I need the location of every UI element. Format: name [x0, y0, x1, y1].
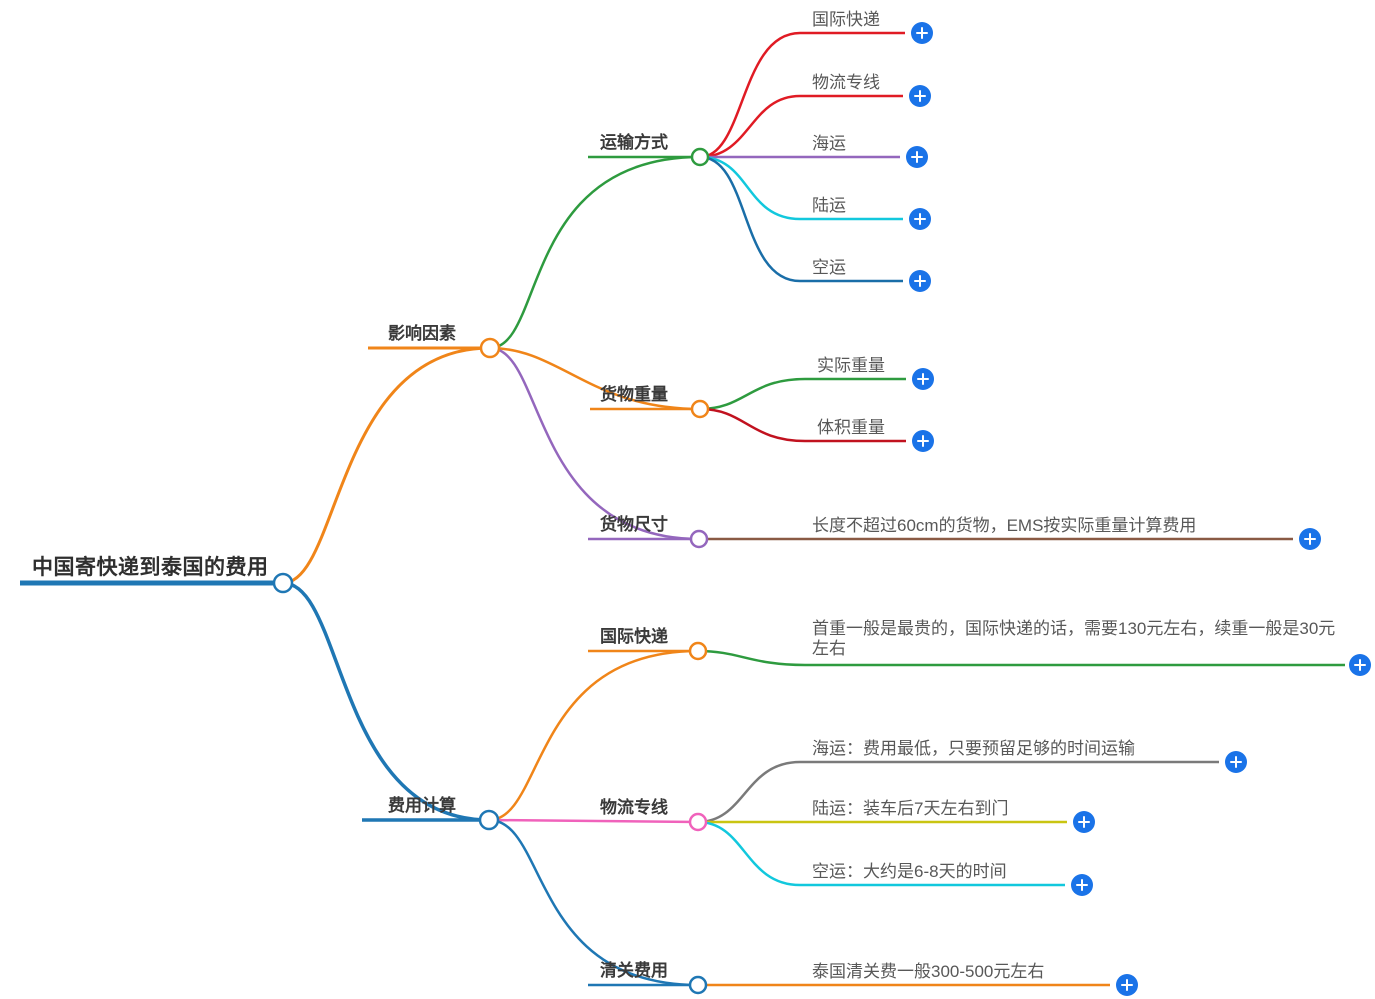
branch-node-influencing-factors[interactable]: 影响因素 [382, 324, 460, 345]
expand-button[interactable] [906, 146, 928, 168]
leaf-node-label: 物流专线 [812, 73, 880, 92]
leaf-node-air-detail[interactable]: 空运：大约是6-8天的时间 [806, 862, 1011, 883]
leaf-node-logistics-line[interactable]: 物流专线 [806, 73, 884, 94]
subnode-label: 国际快递 [600, 627, 668, 646]
branch-node-label: 费用计算 [388, 796, 456, 815]
leaf-node-label: 陆运：装车后7天左右到门 [812, 799, 1009, 818]
expand-button[interactable] [1225, 751, 1247, 773]
leaf-node-label: 海运 [812, 134, 846, 153]
leaf-node-customs-detail[interactable]: 泰国清关费一般300-500元左右 [806, 962, 1048, 983]
leaf-node-land-detail[interactable]: 陆运：装车后7天左右到门 [806, 799, 1012, 820]
subnode-label: 运输方式 [600, 133, 668, 152]
root-node[interactable]: 中国寄快递到泰国的费用 [26, 556, 273, 582]
branch-node-label: 影响因素 [388, 324, 456, 343]
expand-button[interactable] [912, 368, 934, 390]
leaf-node-label: 首重一般是最贵的，国际快递的话，需要130元左右，续重一般是30元左右 [812, 619, 1336, 659]
leaf-node-land-freight[interactable]: 陆运 [806, 196, 850, 217]
leaf-node-sea-freight[interactable]: 海运 [806, 134, 850, 155]
expand-button[interactable] [1116, 974, 1138, 996]
expand-button[interactable] [1299, 528, 1321, 550]
leaf-node-express-pricing[interactable]: 首重一般是最贵的，国际快递的话，需要130元左右，续重一般是30元左右 [806, 619, 1346, 660]
root-node-label: 中国寄快递到泰国的费用 [32, 556, 269, 579]
expand-button[interactable] [909, 85, 931, 107]
leaf-node-volumetric-weight[interactable]: 体积重量 [811, 418, 889, 439]
expand-button[interactable] [912, 430, 934, 452]
leaf-node-air-freight[interactable]: 空运 [806, 258, 850, 279]
branch-node-cost-calculation[interactable]: 费用计算 [382, 796, 460, 817]
leaf-node-label: 长度不超过60cm的货物，EMS按实际重量计算费用 [812, 516, 1197, 535]
leaf-node-international-express[interactable]: 国际快递 [806, 10, 884, 31]
leaf-node-label: 空运：大约是6-8天的时间 [812, 862, 1007, 881]
expand-button[interactable] [1073, 811, 1095, 833]
leaf-node-size-rule[interactable]: 长度不超过60cm的货物，EMS按实际重量计算费用 [806, 516, 1200, 537]
subnode-label: 清关费用 [600, 961, 668, 980]
subnode-cargo-size[interactable]: 货物尺寸 [594, 515, 672, 536]
expand-button[interactable] [909, 208, 931, 230]
leaf-node-label: 陆运 [812, 196, 846, 215]
subnode-international-express[interactable]: 国际快递 [594, 627, 672, 648]
leaf-node-label: 空运 [812, 258, 846, 277]
leaf-node-label: 体积重量 [817, 418, 885, 437]
leaf-node-label: 实际重量 [817, 356, 885, 375]
subnode-logistics-line[interactable]: 物流专线 [594, 798, 672, 819]
expand-button[interactable] [911, 22, 933, 44]
leaf-node-label: 国际快递 [812, 10, 880, 29]
leaf-node-sea-detail[interactable]: 海运：费用最低，只要预留足够的时间运输 [806, 739, 1139, 760]
expand-button[interactable] [909, 270, 931, 292]
subnode-label: 货物重量 [600, 385, 668, 404]
expand-button[interactable] [1349, 654, 1371, 676]
leaf-node-label: 泰国清关费一般300-500元左右 [812, 962, 1045, 981]
subnode-transport-method[interactable]: 运输方式 [594, 133, 672, 154]
subnode-label: 物流专线 [600, 798, 668, 817]
subnode-cargo-weight[interactable]: 货物重量 [594, 385, 672, 406]
subnode-label: 货物尺寸 [600, 515, 668, 534]
leaf-node-label: 海运：费用最低，只要预留足够的时间运输 [812, 739, 1135, 758]
leaf-node-actual-weight[interactable]: 实际重量 [811, 356, 889, 377]
expand-button[interactable] [1071, 874, 1093, 896]
subnode-customs-fee[interactable]: 清关费用 [594, 961, 672, 982]
